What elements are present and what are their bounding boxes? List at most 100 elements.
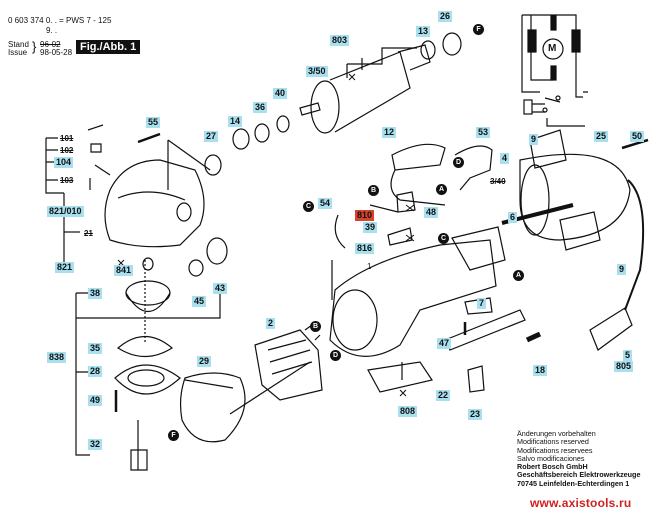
callout-f-bottom: F xyxy=(168,430,179,441)
bracket-838 xyxy=(75,292,221,456)
footer-notes: Änderungen vorbehalten Modifications res… xyxy=(517,429,640,488)
part-label-50[interactable]: 50 xyxy=(630,131,645,142)
part-label-53[interactable]: 53 xyxy=(476,127,491,138)
brush-holder-12 xyxy=(391,143,446,171)
part-label-49[interactable]: 49 xyxy=(88,395,103,406)
part-label-55[interactable]: 55 xyxy=(146,117,161,128)
part-label-5[interactable]: 5 xyxy=(623,350,633,361)
part-label-7[interactable]: 7 xyxy=(477,298,487,309)
part-label-39[interactable]: 39 xyxy=(363,222,378,233)
motor-housing xyxy=(329,239,497,357)
part-label-40[interactable]: 40 xyxy=(273,88,288,99)
plug xyxy=(589,307,633,351)
cross-803 xyxy=(348,73,356,81)
part-label-2[interactable]: 2 xyxy=(266,318,276,329)
button-23 xyxy=(467,365,485,393)
slider-22 xyxy=(444,309,526,351)
model-number: 0 603 374 0. . = PWS 7 - 125 xyxy=(8,16,112,25)
callout-c-left: C xyxy=(303,201,314,212)
callout-f-top: F xyxy=(473,24,484,35)
flange xyxy=(114,364,181,395)
callout-a-bottom: A xyxy=(513,270,524,281)
callout-d-top: D xyxy=(453,157,464,168)
footer-line-en: Modifications reserved xyxy=(517,437,589,447)
part-label-36[interactable]: 36 xyxy=(253,102,268,113)
switch xyxy=(451,226,506,271)
wheel-guard xyxy=(179,372,246,443)
struck-label-102: 102 xyxy=(60,146,74,155)
part-label-14[interactable]: 14 xyxy=(228,116,243,127)
brace-glyph: } xyxy=(32,39,37,54)
stand-date: 96-02 xyxy=(40,40,61,49)
struck-label-101: 101 xyxy=(60,134,74,143)
cross-810 xyxy=(405,204,415,212)
callout-c-right: C xyxy=(438,233,449,244)
part-label-32[interactable]: 32 xyxy=(88,439,103,450)
figure-label: Fig./Abb. 1 xyxy=(76,40,141,54)
part-label-838[interactable]: 838 xyxy=(47,352,67,363)
part-label-54[interactable]: 54 xyxy=(318,198,333,209)
part-label-29[interactable]: 29 xyxy=(197,356,212,367)
model-number-suffix: 9. . xyxy=(46,26,58,35)
part-label-13[interactable]: 13 xyxy=(416,26,431,37)
part-label-27[interactable]: 27 xyxy=(204,131,219,142)
part-label-9-bottom[interactable]: 9 xyxy=(617,264,627,275)
part-label-25[interactable]: 25 xyxy=(594,131,609,142)
part-label-805[interactable]: 805 xyxy=(614,361,634,372)
part-label-9-top[interactable]: 9 xyxy=(529,134,539,145)
part-label-816[interactable]: 816 xyxy=(355,243,375,254)
part-label-26[interactable]: 26 xyxy=(438,11,453,22)
watermark-link[interactable]: www.axistools.ru xyxy=(530,496,632,510)
part-label-47[interactable]: 47 xyxy=(437,338,452,349)
footer-company: Robert Bosch GmbH xyxy=(517,462,588,472)
part-label-803[interactable]: 803 xyxy=(330,35,350,46)
struck-label-103: 103 xyxy=(60,176,74,185)
bracket-821-010 xyxy=(45,137,64,194)
cross-808 xyxy=(399,389,407,397)
footer-line-de: Änderungen vorbehalten xyxy=(517,429,596,438)
part-label-28[interactable]: 28 xyxy=(88,366,103,377)
issue-date: 98-05-28 xyxy=(40,48,73,57)
stator xyxy=(254,329,323,401)
part-label-841[interactable]: 841 xyxy=(114,265,134,276)
callout-d-bottom: D xyxy=(330,350,341,361)
part-label-12[interactable]: 12 xyxy=(382,127,397,138)
part-label-821[interactable]: 821 xyxy=(55,262,75,273)
part-label-38[interactable]: 38 xyxy=(88,288,103,299)
wiring-schematic xyxy=(521,14,588,127)
issue-label: Issue xyxy=(8,48,28,57)
part-label-35[interactable]: 35 xyxy=(88,343,103,354)
label-9b xyxy=(559,211,601,251)
cross-816 xyxy=(405,234,415,242)
part-label-18[interactable]: 18 xyxy=(533,365,548,376)
part-label-6[interactable]: 6 xyxy=(508,212,518,223)
motor-symbol: M xyxy=(548,43,557,54)
part-label-810[interactable]: 810 xyxy=(355,210,375,221)
struck-label-3-40: 3/40 xyxy=(490,177,506,186)
bracket-803 xyxy=(347,47,417,65)
part-label-4[interactable]: 4 xyxy=(500,153,510,164)
gasket xyxy=(116,336,174,358)
label-9a xyxy=(529,129,567,169)
footer-line-fr: Modifications reservees xyxy=(517,445,593,455)
stand-label: Stand xyxy=(8,40,29,49)
footer-address: 70745 Leinfelden-Echterdingen 1 xyxy=(517,478,630,488)
part-label-22[interactable]: 22 xyxy=(436,390,451,401)
part-label-1[interactable]: 1 xyxy=(367,262,372,271)
part-label-821-010[interactable]: 821/010 xyxy=(47,206,84,217)
callout-b-bottom: B xyxy=(310,321,321,332)
callout-b-top: B xyxy=(368,185,379,196)
handle-25 xyxy=(519,153,631,241)
gear-head-housing xyxy=(104,159,205,248)
part-label-808[interactable]: 808 xyxy=(398,406,418,417)
part-label-48[interactable]: 48 xyxy=(424,207,439,218)
part-label-104[interactable]: 104 xyxy=(54,157,74,168)
struck-label-21: 21 xyxy=(84,229,93,238)
part-label-43[interactable]: 43 xyxy=(213,283,228,294)
part-label-45[interactable]: 45 xyxy=(192,296,207,307)
footer-line-es: Salvo modificaciones xyxy=(517,453,585,463)
part-label-3-50[interactable]: 3/50 xyxy=(306,66,328,77)
part-label-23[interactable]: 23 xyxy=(468,409,483,420)
callout-a-top: A xyxy=(436,184,447,195)
